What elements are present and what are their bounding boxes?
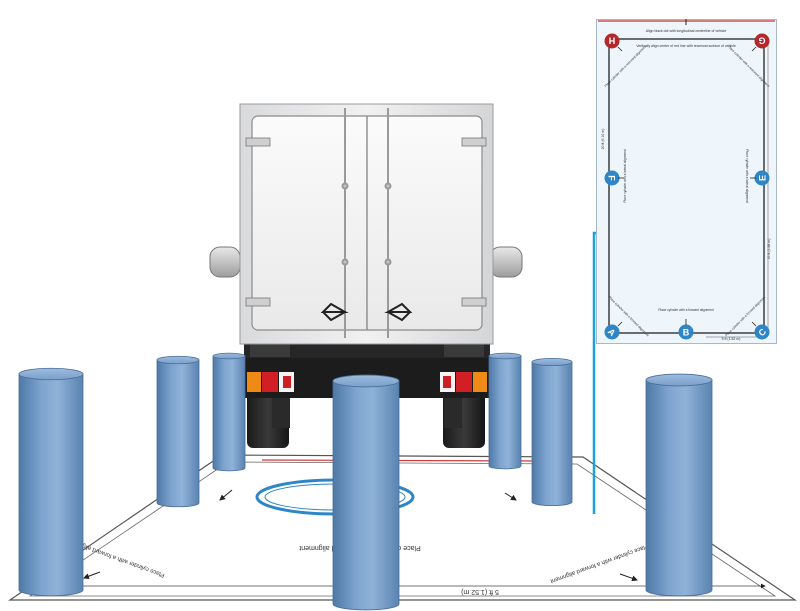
door-hinges bbox=[245, 137, 487, 307]
inset-marker-H: H bbox=[604, 33, 620, 49]
inset-marker-A: A bbox=[604, 324, 620, 340]
marker-label-H: H bbox=[609, 36, 616, 46]
inset-background bbox=[596, 19, 777, 344]
inset-note-side-left: Place cylinder with a lateral alignment bbox=[623, 149, 627, 202]
marker-label-B: B bbox=[683, 328, 690, 338]
marker-label-E: E bbox=[758, 175, 768, 181]
door-handle-right bbox=[384, 302, 413, 322]
inset-dimension-right: 16 ft (4.88 m) bbox=[767, 239, 771, 260]
inset-note-top-place: Vertically align center of red line with… bbox=[636, 44, 736, 48]
floor-arrow-back-right bbox=[504, 492, 517, 501]
cylinder-front-center bbox=[332, 374, 400, 611]
inset-marker-G: G bbox=[754, 33, 770, 49]
inset-dimension-bottom: 5 ft (1.52 m) bbox=[722, 337, 741, 341]
floor-dimension-label: 5 ft (1.52 m) bbox=[461, 588, 499, 595]
mirror-left bbox=[209, 246, 241, 278]
floor-arrow-back-left bbox=[219, 489, 233, 501]
lock-rods bbox=[341, 108, 392, 338]
tail-light-right bbox=[440, 372, 487, 392]
cylinder-mid-right bbox=[531, 357, 573, 506]
chassis bbox=[244, 340, 490, 360]
door-handle-left bbox=[320, 302, 349, 322]
mirror-right bbox=[489, 246, 523, 278]
inset-floor-plan: Align black dot with longitudinal center… bbox=[596, 19, 777, 344]
cylinder-mid-left bbox=[156, 355, 200, 508]
inset-dimension-left: 20 ft (6.10 m) bbox=[601, 129, 605, 150]
cylinder-back-left bbox=[212, 352, 246, 472]
floor-mat: 5 ft (1.52 m) Place cylinder with a forw… bbox=[8, 454, 797, 601]
floor-arrow-right bbox=[619, 573, 638, 582]
cylinder-front-left bbox=[18, 367, 84, 597]
inset-marker-F: F bbox=[604, 170, 620, 186]
inset-note-top-align: Align black dot with longitudinal center… bbox=[646, 29, 727, 33]
marker-label-G: G bbox=[758, 36, 765, 46]
cylinder-back-right bbox=[488, 352, 522, 470]
inset-marker-E: E bbox=[754, 170, 770, 186]
inset-marker-B: B bbox=[678, 324, 694, 340]
inset-alignment-arrows bbox=[617, 46, 757, 327]
marker-label-F: F bbox=[607, 175, 617, 181]
cylinders bbox=[18, 352, 713, 611]
cylinder-front-right bbox=[645, 373, 713, 597]
inset-note-bottom-mid: Place cylinder with a forward alignment bbox=[658, 308, 713, 312]
inset-note-side-right: Place cylinder with a lateral alignment bbox=[745, 149, 749, 202]
inset-marker-C: C bbox=[754, 324, 770, 340]
floor-arrow-left bbox=[83, 571, 101, 580]
tail-light-left bbox=[247, 372, 294, 392]
